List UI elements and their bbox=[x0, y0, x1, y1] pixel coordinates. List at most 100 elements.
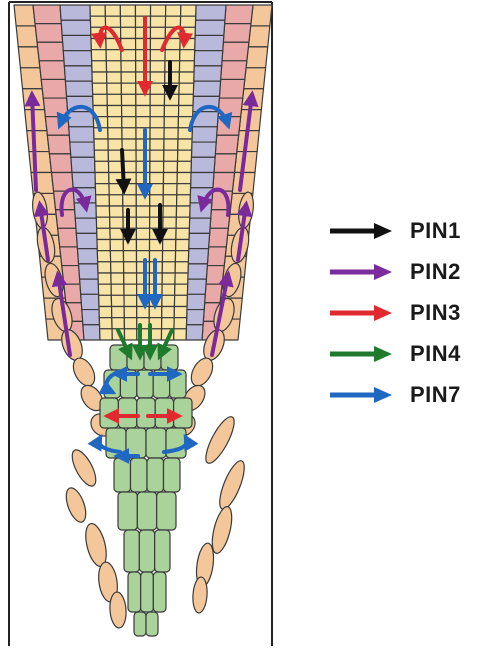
stele-cell bbox=[150, 173, 164, 184]
stele-cell bbox=[136, 117, 150, 128]
endodermis-cell bbox=[195, 35, 224, 50]
stele-cell bbox=[150, 72, 165, 83]
columella-cell bbox=[137, 492, 156, 530]
tissue-layers bbox=[14, 5, 272, 636]
stele-cell bbox=[90, 5, 105, 16]
columella-cell bbox=[128, 572, 141, 612]
stele-cell bbox=[176, 240, 189, 251]
stele-cell bbox=[162, 307, 175, 318]
columella-cell bbox=[146, 612, 158, 636]
stele-cell bbox=[179, 72, 194, 83]
legend-label: PIN7 bbox=[410, 382, 461, 408]
endodermis-cell bbox=[189, 233, 210, 248]
endodermis-cell bbox=[193, 81, 220, 96]
cortex-cell bbox=[37, 42, 64, 61]
stele-cell bbox=[91, 50, 106, 61]
stele-cell bbox=[174, 318, 187, 329]
stele-cell bbox=[150, 150, 164, 161]
stele-cell bbox=[178, 150, 192, 161]
stele-cell bbox=[135, 5, 150, 16]
stele-cell bbox=[175, 273, 188, 284]
endodermis-cell bbox=[194, 66, 222, 81]
stele-cell bbox=[181, 5, 196, 16]
columella-cell bbox=[100, 398, 118, 428]
endodermis-cell bbox=[81, 294, 99, 309]
endodermis-cell bbox=[189, 218, 211, 233]
stele-cell bbox=[109, 206, 123, 217]
stele-cell bbox=[120, 5, 135, 16]
endodermis-cell bbox=[195, 20, 225, 35]
stele-cell bbox=[111, 295, 124, 306]
columella-cell bbox=[155, 530, 170, 572]
endodermis-cell bbox=[83, 325, 100, 340]
stele-cell bbox=[150, 94, 164, 105]
stele-cell bbox=[92, 83, 107, 94]
stele-cell bbox=[176, 228, 189, 239]
columella-cell bbox=[131, 458, 148, 492]
stele-cell bbox=[97, 228, 110, 239]
stele-cell bbox=[150, 106, 164, 117]
stele-cell bbox=[98, 262, 111, 273]
cortex-cell bbox=[207, 247, 226, 266]
stele-cell bbox=[124, 262, 137, 273]
endodermis-cell bbox=[79, 264, 99, 279]
legend-arrow-icon bbox=[326, 303, 396, 323]
stele-cell bbox=[151, 5, 166, 16]
stele-cell bbox=[177, 173, 191, 184]
stele-cell bbox=[107, 83, 122, 94]
stele-cell bbox=[124, 307, 137, 318]
cortex-cell bbox=[219, 79, 244, 98]
stele-cell bbox=[136, 195, 150, 206]
cortex-cell bbox=[56, 210, 76, 229]
stele-cell bbox=[97, 251, 110, 262]
cortex-cell bbox=[58, 228, 78, 247]
stele-cell bbox=[95, 161, 109, 172]
stele-cell bbox=[123, 240, 136, 251]
legend-item: PIN4 bbox=[326, 333, 476, 374]
endodermis-cell bbox=[64, 66, 92, 81]
endodermis-cell bbox=[68, 112, 94, 127]
stele-cell bbox=[111, 262, 124, 273]
stele-cell bbox=[112, 318, 125, 329]
epidermis-cell bbox=[251, 5, 272, 26]
stele-cell bbox=[150, 128, 164, 139]
root-cap-cell bbox=[62, 485, 89, 524]
stele-cell bbox=[165, 61, 180, 72]
stele-cell bbox=[109, 184, 123, 195]
cortex-cell bbox=[64, 284, 82, 303]
stele-cell bbox=[122, 139, 136, 150]
legend-label: PIN4 bbox=[410, 341, 461, 367]
cortex-cell bbox=[39, 61, 65, 80]
stele-cell bbox=[121, 94, 135, 105]
columella-cell bbox=[147, 458, 164, 492]
stele-cell bbox=[94, 150, 108, 161]
stele-cell bbox=[124, 318, 137, 329]
endodermis-cell bbox=[71, 157, 95, 172]
stele-cell bbox=[95, 173, 109, 184]
stele-cell bbox=[92, 61, 107, 72]
stele-cell bbox=[150, 117, 164, 128]
stele-cell bbox=[99, 295, 112, 306]
stele-cell bbox=[97, 240, 110, 251]
root-cap-cell bbox=[201, 413, 240, 466]
cortex-cell bbox=[206, 266, 224, 285]
stele-cell bbox=[136, 240, 149, 251]
stele-cell bbox=[108, 139, 122, 150]
stele-cell bbox=[109, 173, 123, 184]
stele-cell bbox=[165, 72, 180, 83]
legend-label: PIN1 bbox=[410, 218, 461, 244]
cortex-cell bbox=[209, 228, 229, 247]
stele-cell bbox=[94, 139, 108, 150]
endodermis-cell bbox=[187, 279, 206, 294]
stele-cell bbox=[174, 295, 187, 306]
cortex-cell bbox=[45, 117, 69, 136]
endodermis-cell bbox=[186, 310, 204, 325]
cortex-cell bbox=[215, 135, 238, 154]
endodermis-cell bbox=[188, 249, 208, 264]
columella-cell bbox=[157, 492, 176, 530]
endodermis-cell bbox=[77, 249, 97, 264]
stele-cell bbox=[150, 83, 165, 94]
epidermis-cell bbox=[29, 152, 52, 173]
legend-item: PIN7 bbox=[326, 374, 476, 415]
endodermis-cell bbox=[191, 157, 215, 172]
